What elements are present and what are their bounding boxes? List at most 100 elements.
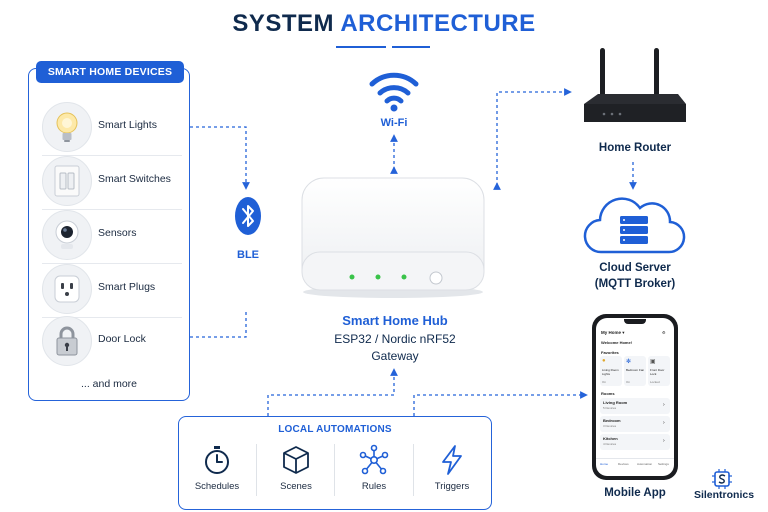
favorites-label: Favorites <box>601 350 619 355</box>
nav-devices[interactable]: Devices <box>618 462 629 466</box>
favorite-state: Locked <box>650 380 660 384</box>
divider <box>42 317 182 318</box>
favorite-card[interactable]: ● Living Room Lights On <box>600 356 622 386</box>
divider <box>42 263 182 264</box>
router-label: Home Router <box>598 142 672 154</box>
room-devices: 5 Devices <box>603 406 617 410</box>
favorite-state: On <box>626 380 631 384</box>
lightning-bolt-icon <box>442 445 462 475</box>
nav-settings[interactable]: Settings <box>658 462 669 466</box>
cloud-server-icon <box>583 197 686 254</box>
brand-name: Silentronics <box>693 489 755 501</box>
chip-logo-icon <box>712 469 732 489</box>
divider <box>256 444 257 496</box>
title-part-2: ARCHITECTURE <box>340 10 536 37</box>
automation-label: Triggers <box>434 481 470 492</box>
automation-label: Schedules <box>194 481 240 492</box>
room-name: Bedroom <box>603 418 621 423</box>
devices-heading: SMART HOME DEVICES <box>36 61 184 83</box>
welcome-text: Welcome Home! <box>601 340 633 345</box>
mobile-label: Mobile App <box>604 487 666 499</box>
divider <box>413 444 414 496</box>
light-bulb-icon <box>42 102 92 152</box>
favorite-card[interactable]: ▣ Front Door Lock Locked <box>648 356 670 386</box>
automation-label: Scenes <box>280 481 312 492</box>
device-item: Smart Plugs <box>42 264 192 314</box>
fan-icon: ✻ <box>626 359 632 365</box>
device-label: Door Lock <box>98 333 146 345</box>
page-title: SYSTEM ARCHITECTURE <box>0 10 768 38</box>
divider <box>596 458 674 459</box>
network-nodes-icon <box>359 444 389 475</box>
wifi-icon <box>369 72 419 112</box>
device-item: Door Lock <box>42 316 192 366</box>
favorite-card[interactable]: ✻ Bedroom Fan On <box>624 356 646 386</box>
hub-role: Gateway <box>371 349 419 363</box>
device-label: Sensors <box>98 227 137 239</box>
title-underline <box>336 46 386 48</box>
divider <box>334 444 335 496</box>
title-underline <box>392 46 430 48</box>
smart-plug-icon <box>42 264 92 314</box>
chevron-right-icon: › <box>663 402 665 408</box>
hub-device-icon <box>301 177 485 298</box>
mobile-phone: My Home ▾ ⚙ Welcome Home! Favorites ● Li… <box>592 314 678 480</box>
connector-automations-hub <box>267 368 398 416</box>
device-label: Smart Lights <box>98 119 157 131</box>
automation-item: Triggers <box>413 440 491 500</box>
divider <box>42 155 182 156</box>
device-label: Smart Plugs <box>98 281 156 293</box>
light-switch-icon <box>42 156 92 206</box>
hub-chip: ESP32 / Nordic nRF52 <box>334 332 456 346</box>
device-item: Smart Lights <box>42 102 192 152</box>
automation-item: Rules <box>335 440 413 500</box>
bluetooth-icon <box>235 197 261 235</box>
room-row[interactable]: Kitchen 4 Devices › <box>600 434 670 450</box>
stopwatch-icon <box>205 446 229 474</box>
room-name: Living Room <box>603 400 628 405</box>
connector-hub-router <box>493 88 572 190</box>
hub-name: Smart Home Hub <box>342 313 448 328</box>
cloud-label: Cloud Server <box>599 262 671 274</box>
favorite-name: Living Room Lights <box>602 368 619 376</box>
favorite-name: Front Door Lock <box>650 368 665 376</box>
chevron-right-icon: › <box>663 438 665 444</box>
device-item: Sensors <box>42 210 192 260</box>
app-header[interactable]: My Home ▾ <box>601 330 625 335</box>
nav-home[interactable]: Home <box>600 462 609 466</box>
automation-label: Rules <box>361 481 387 492</box>
automations-panel <box>178 416 492 510</box>
automation-item: Scenes <box>257 440 335 500</box>
camera-sensor-icon <box>42 210 92 260</box>
wifi-label: Wi-Fi <box>380 117 408 129</box>
title-part-1: SYSTEM <box>232 10 335 37</box>
cube-icon <box>283 446 309 474</box>
room-devices: 4 Devices <box>603 442 617 446</box>
device-label: Smart Switches <box>98 173 171 185</box>
rooms-label: Rooms <box>601 391 615 396</box>
connector-lock-ble <box>190 312 247 338</box>
lock-icon: ▣ <box>650 359 656 365</box>
phone-notch <box>624 319 646 324</box>
favorite-name: Bedroom Fan <box>626 368 645 372</box>
room-name: Kitchen <box>603 436 618 441</box>
automations-heading: LOCAL AUTOMATIONS <box>278 424 392 435</box>
chevron-right-icon: › <box>663 420 665 426</box>
divider <box>42 209 182 210</box>
padlock-icon <box>42 316 92 366</box>
room-row[interactable]: Living Room 5 Devices › <box>600 398 670 414</box>
room-devices: 3 Devices <box>603 424 617 428</box>
connector-automations-mobile <box>413 391 588 416</box>
light-bulb-icon: ● <box>602 358 606 364</box>
room-row[interactable]: Bedroom 3 Devices › <box>600 416 670 432</box>
device-item: Smart Switches <box>42 156 192 206</box>
ble-label: BLE <box>237 249 259 261</box>
phone-screen: My Home ▾ ⚙ Welcome Home! Favorites ● Li… <box>596 318 674 476</box>
gear-icon[interactable]: ⚙ <box>662 330 666 335</box>
automation-item: Schedules <box>178 440 256 500</box>
cloud-sublabel: (MQTT Broker) <box>594 278 676 290</box>
nav-automation[interactable]: Automation <box>637 462 653 466</box>
more-devices-label: ... and more <box>80 378 138 390</box>
router-icon <box>584 48 686 122</box>
connector-lights-ble <box>190 126 250 190</box>
